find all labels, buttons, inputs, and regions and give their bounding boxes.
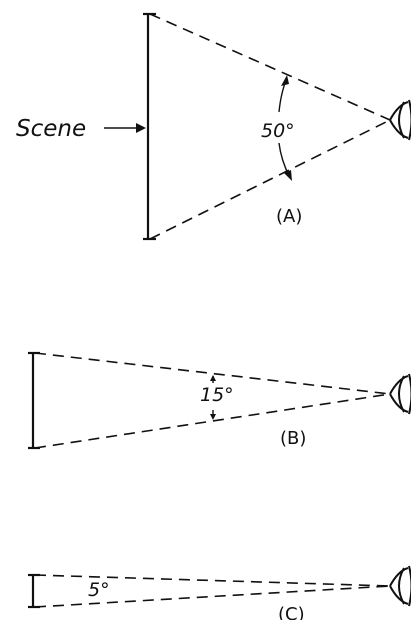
angle-arrow-lower-a bbox=[284, 170, 292, 181]
eye-lens-a bbox=[398, 101, 405, 139]
angle-label-c: 5° bbox=[88, 579, 110, 601]
angle-arrow-upper-b bbox=[210, 375, 216, 381]
eye-icon bbox=[389, 101, 409, 139]
scene-label: Scene bbox=[16, 116, 86, 142]
angle-arrow-lower-b bbox=[210, 414, 216, 420]
eye-lens-c-outer bbox=[408, 565, 411, 607]
angle-arrow-upper-a bbox=[281, 75, 289, 86]
eye-lens-b-outer bbox=[408, 373, 411, 415]
ray-top-a bbox=[149, 13, 391, 121]
ray-bottom-b bbox=[34, 393, 391, 449]
panel-c bbox=[28, 565, 411, 609]
eye-icon bbox=[389, 567, 409, 605]
eye-lens-a-outer bbox=[408, 99, 411, 141]
angle-label-a: 50° bbox=[261, 120, 295, 142]
panel-label-c: (C) bbox=[278, 604, 305, 620]
ray-bottom-a bbox=[149, 119, 391, 240]
panel-b bbox=[28, 351, 411, 450]
eye-icon bbox=[389, 375, 409, 413]
ray-bottom-c bbox=[34, 585, 391, 608]
scene-arrowhead bbox=[136, 123, 146, 133]
panel-a bbox=[104, 12, 411, 241]
panel-label-a: (A) bbox=[276, 206, 302, 227]
angle-label-b: 15° bbox=[200, 384, 234, 406]
eye-lens-c bbox=[398, 567, 405, 605]
ray-top-b bbox=[34, 352, 391, 395]
eye-lens-b bbox=[398, 375, 405, 413]
panel-label-b: (B) bbox=[280, 428, 306, 449]
ray-top-c bbox=[34, 574, 391, 587]
